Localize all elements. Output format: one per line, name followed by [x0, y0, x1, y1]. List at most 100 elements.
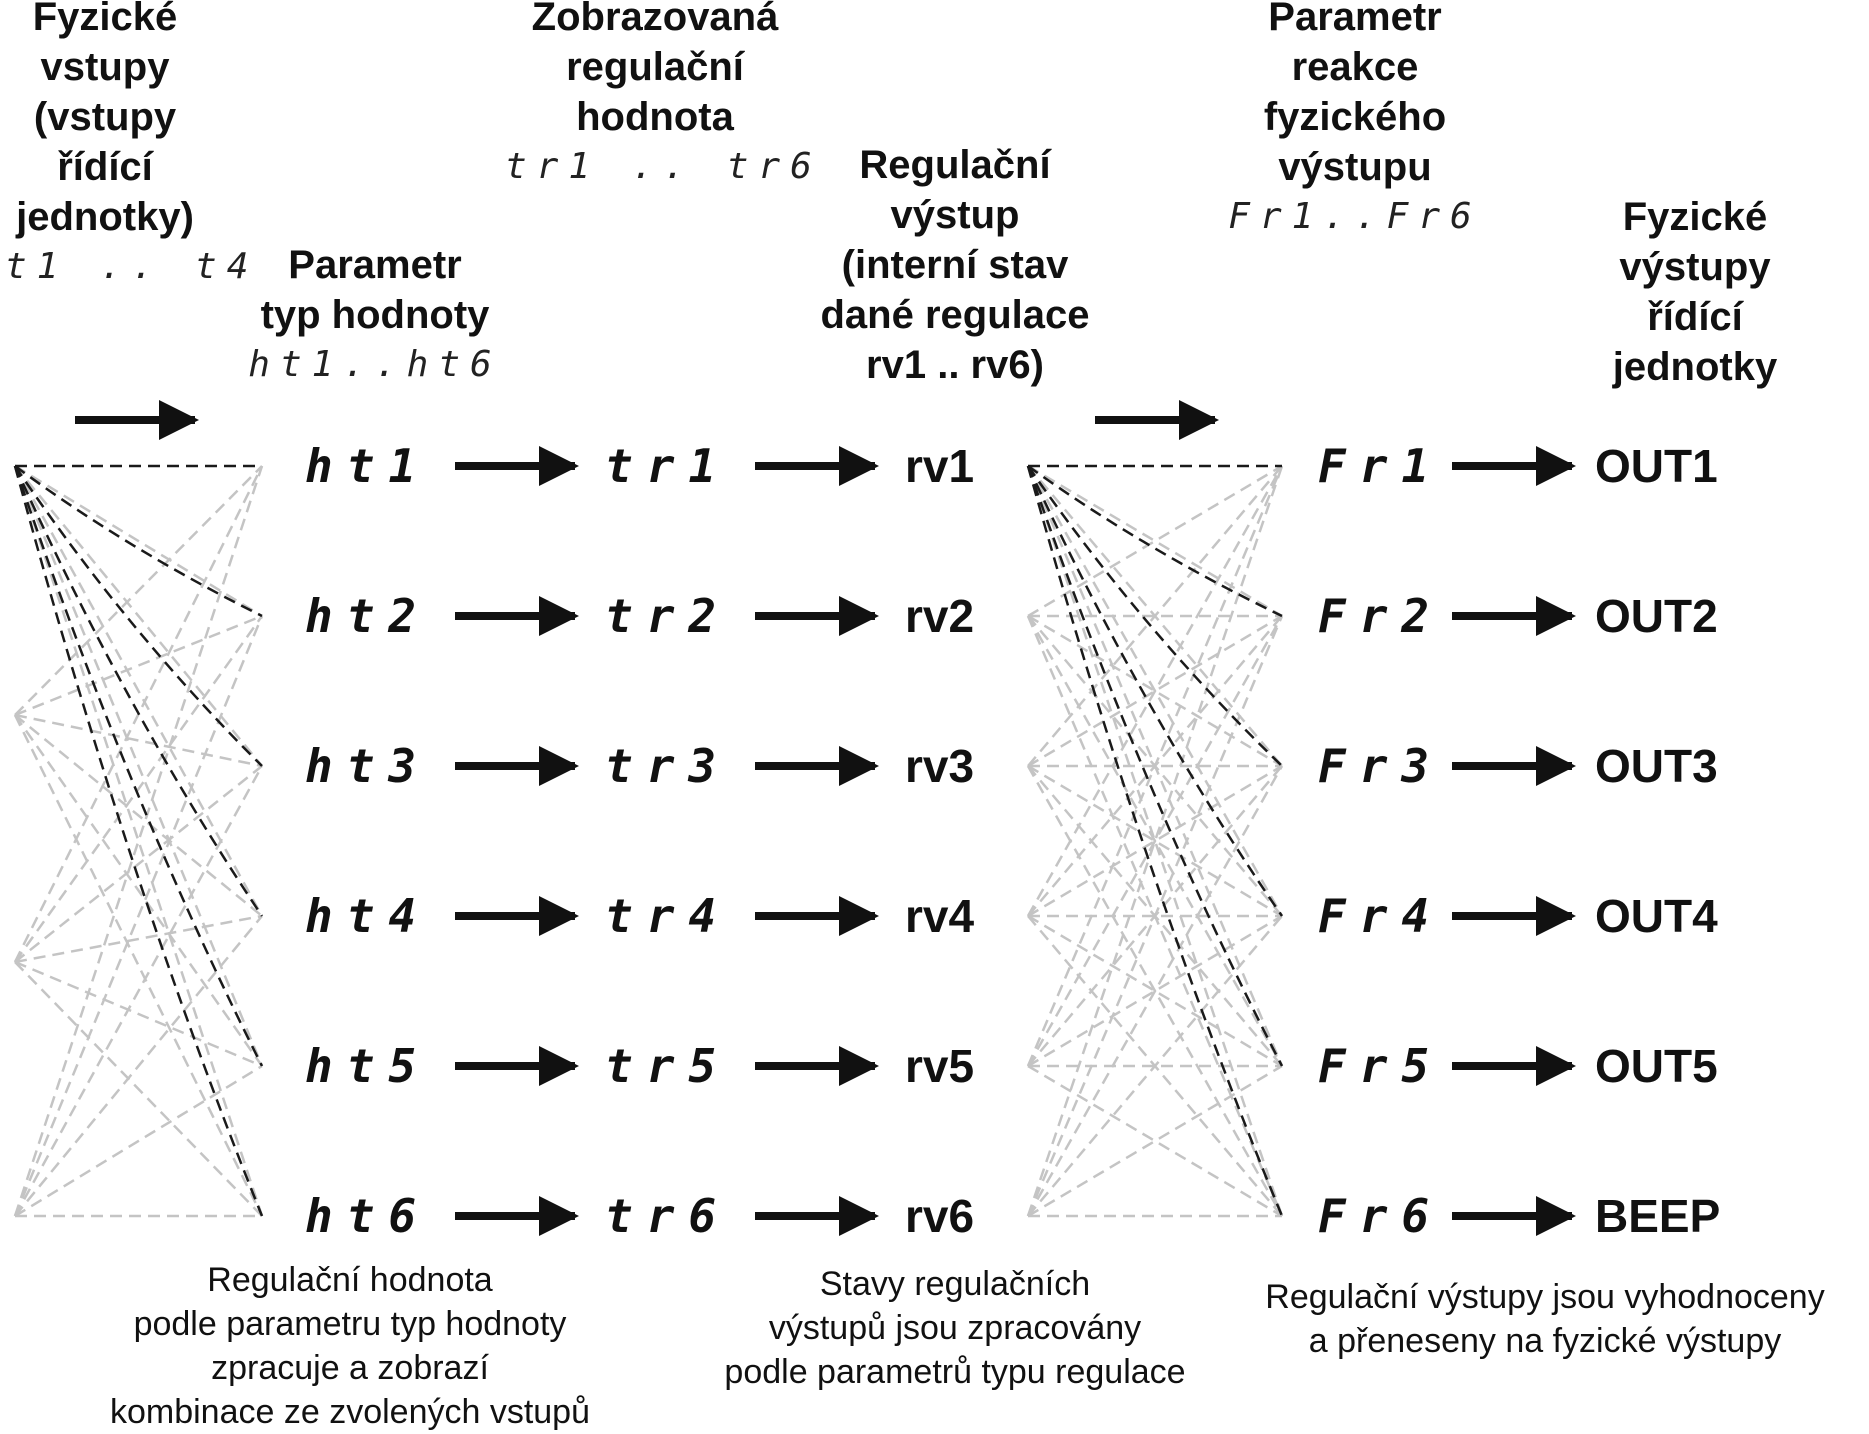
flow-arrows: [75, 400, 1576, 1236]
displayed-value-node: tr4: [605, 889, 731, 943]
faint-input-connection: [13, 765, 264, 1217]
header-line: Regulační: [859, 143, 1051, 187]
header-code: Fr1..Fr6: [1228, 196, 1482, 237]
header-line: dané regulace: [820, 293, 1090, 337]
faint-input-connection: [14, 765, 263, 963]
header-line: rv1 .. rv6): [866, 343, 1044, 387]
physical-output-node: OUT3: [1595, 740, 1718, 792]
faint-output-connection: [1027, 1064, 1283, 1218]
header-line: výstupu: [1278, 145, 1432, 189]
faint-output-connection: [1027, 764, 1283, 918]
caption-line: Stavy regulačních: [819, 1265, 1091, 1303]
displayed-value-node: tr1: [605, 439, 731, 493]
faint-input-connection: [14, 465, 263, 767]
faint-input-connection: [14, 464, 263, 618]
displayed-value-node: tr6: [605, 1189, 731, 1243]
highlighted-output-connection: [1026, 465, 1283, 767]
header-line: výstupy: [1619, 245, 1771, 289]
header-physical-outputs: Fyzické výstupy řídící jednotky: [1565, 192, 1825, 392]
header-line: Fyzické: [32, 0, 178, 39]
highlighted-input-connection: [13, 465, 264, 1217]
physical-output-node: BEEP: [1595, 1190, 1721, 1242]
caption-line: podle parametru typ hodnoty: [133, 1305, 567, 1343]
reaction-node: Fr4: [1318, 889, 1444, 943]
header-displayed-value: Zobrazovaná regulační hodnota tr1 .. tr6: [505, 0, 822, 192]
faint-input-connection: [14, 960, 263, 1068]
faint-output-connection: [1027, 1064, 1283, 1218]
faint-input-connection: [14, 714, 263, 917]
reaction-node: Fr5: [1318, 1039, 1444, 1093]
header-line: (vstupy: [33, 95, 177, 139]
reaction-node: Fr6: [1318, 1189, 1444, 1243]
value-type-node: ht6: [305, 1189, 431, 1243]
header-line: (interní stav: [841, 243, 1069, 287]
header-line: regulační: [566, 45, 744, 89]
faint-output-connection: [1027, 914, 1283, 1068]
highlighted-input-connection: [13, 465, 264, 917]
faint-input-connection: [13, 615, 264, 1217]
faint-input-connection: [13, 465, 264, 917]
displayed-value-node: tr5: [605, 1039, 731, 1093]
header-regulation-output: Regulační výstup (interní stav dané regu…: [790, 140, 1120, 390]
value-type-node: ht2: [305, 589, 431, 643]
faint-output-connection: [1027, 614, 1283, 768]
faint-output-connection: [1026, 615, 1284, 1217]
regulation-output-node: rv2: [905, 590, 975, 642]
faint-output-connection: [1026, 765, 1284, 1217]
regulation-output-node: rv3: [905, 740, 975, 792]
faint-output-connection: [1026, 615, 1284, 1067]
faint-output-connection: [1027, 465, 1283, 767]
header-line: řídící: [57, 145, 153, 189]
caption-line: zpracuje a zobrazí: [211, 1349, 489, 1387]
highlighted-output-connection: [1026, 465, 1284, 1067]
faint-input-connection: [14, 1064, 263, 1218]
regulation-output-node: rv4: [905, 890, 975, 942]
header-line: reakce: [1291, 45, 1419, 89]
header-line: fyzického: [1263, 95, 1447, 139]
faint-output-connection: [1027, 915, 1283, 1217]
header-physical-inputs: Fyzické vstupy (vstupy řídící jednotky) …: [5, 0, 259, 292]
header-code: ht1..ht6: [248, 344, 502, 385]
header-line: Fyzické: [1622, 195, 1768, 239]
value-type-node: ht5: [305, 1039, 431, 1093]
physical-output-node: OUT2: [1595, 590, 1718, 642]
header-line: řídící: [1647, 295, 1743, 339]
value-type-node: ht1: [305, 439, 431, 493]
header-line: Parametr: [1268, 0, 1442, 39]
faint-output-connection: [1027, 464, 1283, 618]
regulation-output-node: rv1: [905, 440, 975, 492]
regulation-output-node: rv6: [905, 1190, 975, 1242]
faint-input-connection: [14, 915, 263, 1217]
caption-middle: Stavy regulačních výstupů jsou zpracován…: [680, 1262, 1230, 1394]
regulation-output-node: rv5: [905, 1040, 975, 1092]
header-line: hodnota: [576, 95, 734, 139]
displayed-value-node: tr2: [605, 589, 731, 643]
faint-input-connection: [14, 465, 263, 716]
physical-output-node: OUT4: [1595, 890, 1718, 942]
header-output-reaction: Parametr reakce fyzického výstupu Fr1..F…: [1215, 0, 1495, 242]
header-code: tr1 .. tr6: [505, 146, 822, 187]
reaction-node: Fr1: [1318, 439, 1444, 493]
caption-line: a přeneseny na fyzické výstupy: [1308, 1322, 1782, 1360]
header-line: Parametr: [288, 243, 462, 287]
displayed-value-node: tr3: [605, 739, 731, 793]
header-line: jednotky: [1612, 345, 1778, 389]
faint-input-connection: [13, 714, 264, 1217]
highlighted-output-connection: [1026, 465, 1284, 1217]
highlighted-connections: [13, 464, 1284, 1217]
header-code: t1 .. t4: [5, 246, 259, 287]
faint-input-connection: [14, 914, 263, 964]
header-value-type: Parametr typ hodnoty ht1..ht6: [240, 240, 510, 390]
highlighted-input-connection: [13, 465, 264, 1067]
header-line: vstupy: [40, 45, 170, 89]
faint-output-connection: [1026, 465, 1284, 1067]
header-line: typ hodnoty: [260, 293, 490, 337]
highlighted-output-connection: [1027, 464, 1283, 618]
faint-input-connection: [14, 614, 263, 717]
caption-left: Regulační hodnota podle parametru typ ho…: [55, 1258, 645, 1434]
faint-output-connection: [1027, 764, 1283, 918]
faint-input-connection: [14, 713, 263, 768]
reaction-node: Fr2: [1318, 589, 1444, 643]
caption-line: výstupů jsou zpracovány: [768, 1309, 1142, 1347]
